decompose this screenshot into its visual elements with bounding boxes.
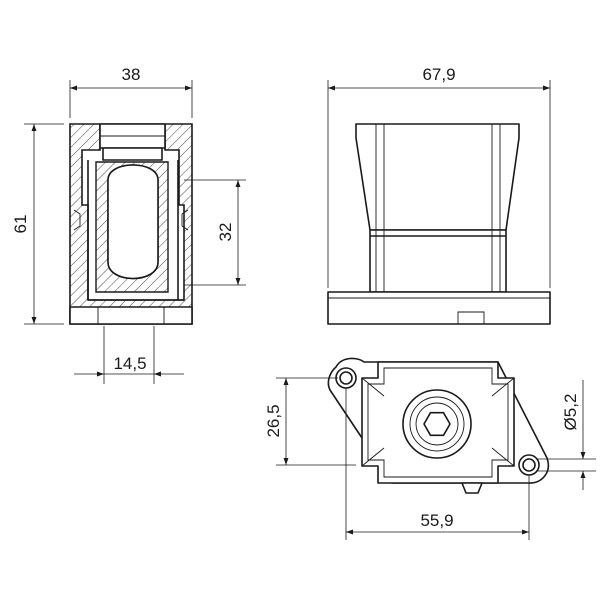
dim-label-26-5: 26,5 [264,404,283,437]
hex-socket-icon [423,411,451,437]
dimension-32: 32 [184,179,246,286]
section-view [69,123,193,325]
side-top-housing [355,123,520,231]
side-lower-body [369,229,507,293]
side-view [327,123,551,325]
dim-label-14-5: 14,5 [113,354,146,373]
top-tab [461,482,483,494]
dimension-26-5: 26,5 [264,377,356,466]
side-base-plate [327,291,551,325]
top-view [327,357,549,494]
section-base-plate [69,306,193,325]
dim-label-32: 32 [216,223,235,242]
dimension-14-5: 14,5 [74,326,184,384]
dim-label-61: 61 [11,215,30,234]
dimension-67-9: 67,9 [327,65,551,288]
dimension-61: 61 [11,123,64,325]
section-oblong-slot [107,164,159,280]
section-neck [102,147,163,161]
dimension-55-9: 55,9 [345,388,530,540]
dim-label-hole-diameter: Ø5,2 [561,394,580,431]
dimension-38: 38 [69,65,193,118]
dimension-hole-diameter: Ø5,2 [536,380,596,490]
dim-label-67-9: 67,9 [422,65,455,84]
dim-label-55-9: 55,9 [420,511,453,530]
dim-label-38: 38 [122,65,141,84]
